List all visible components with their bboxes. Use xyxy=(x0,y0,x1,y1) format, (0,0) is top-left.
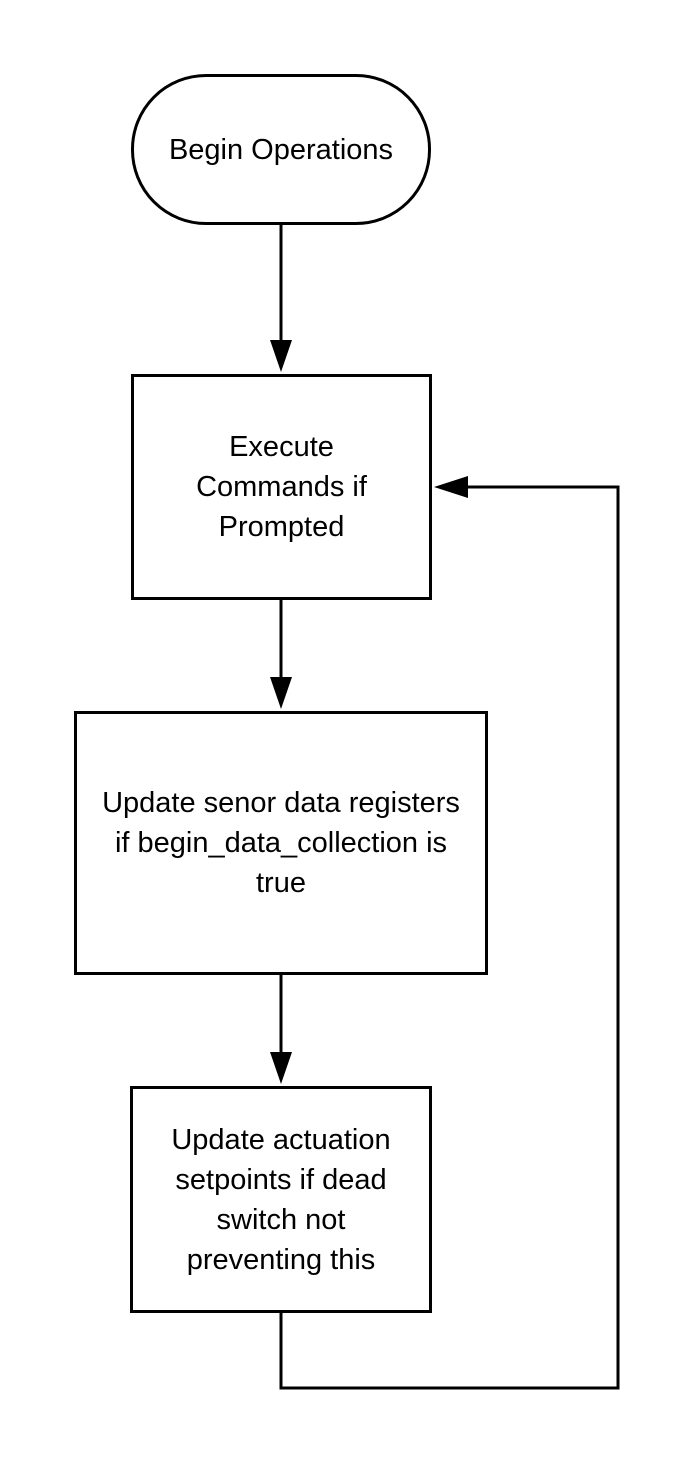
arrowhead-loop-into-execute xyxy=(434,476,468,498)
node-begin-operations-label: Begin Operations xyxy=(168,133,394,166)
arrowhead-into-execute xyxy=(270,340,292,372)
edge-loop-back-to-execute xyxy=(279,485,620,1390)
node-begin-operations: Begin Operations xyxy=(131,74,431,225)
node-update-actuation-setpoints: Update actuation setpoints if dead switc… xyxy=(130,1086,432,1313)
node-execute-commands-label: Execute Commands if Prompted xyxy=(196,431,367,543)
node-update-sensor-data-label: Update senor data registers if begin_dat… xyxy=(102,787,460,899)
node-update-actuation-setpoints-label: Update actuation setpoints if dead switc… xyxy=(171,1123,391,1276)
arrowhead-into-update-actuation xyxy=(270,1052,292,1084)
arrowhead-into-update-sensor xyxy=(270,677,292,709)
node-update-sensor-data: Update senor data registers if begin_dat… xyxy=(74,711,488,975)
node-execute-commands: Execute Commands if Prompted xyxy=(131,374,432,600)
